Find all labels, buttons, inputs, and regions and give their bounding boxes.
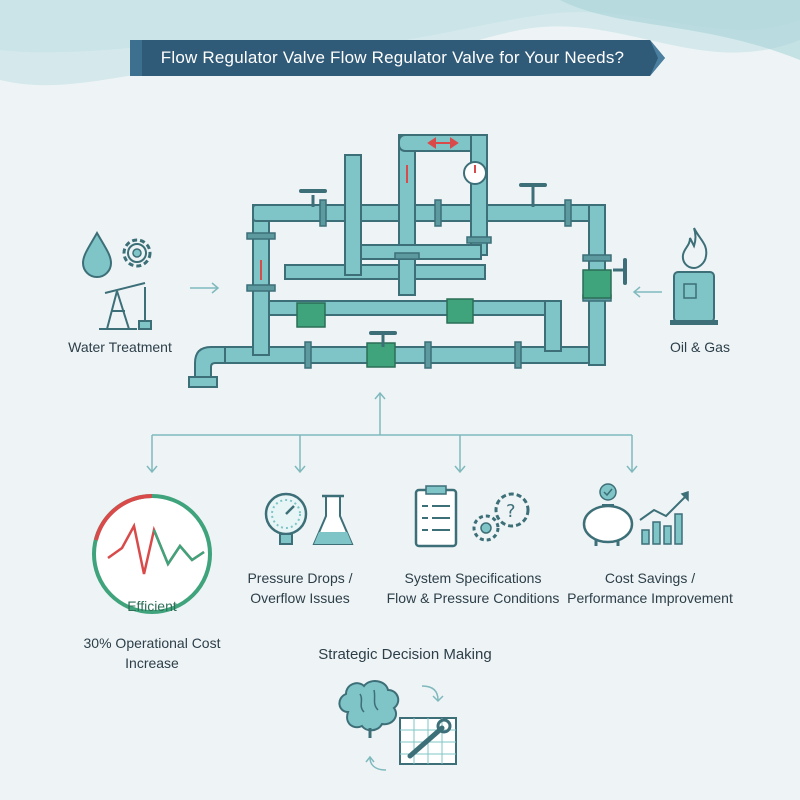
page-title: Flow Regulator Valve Flow Regulator Valv… <box>160 48 625 67</box>
output-caption-pressure: Pressure Drops / Overflow Issues <box>230 568 370 608</box>
input-label-water-treatment: Water Treatment <box>68 339 172 355</box>
gears-question-icon: ? <box>472 492 530 542</box>
title-banner <box>130 40 665 76</box>
savings-icons <box>582 483 689 546</box>
output-caption-specs: System Specifications Flow & Pressure Co… <box>378 568 568 608</box>
oil-pump-icon <box>99 282 152 330</box>
blueprint-wrench-icon <box>399 717 457 765</box>
pressure-icons <box>264 492 354 545</box>
output-caption-savings: Cost Savings / Performance Improvement <box>560 568 740 608</box>
clipboard-icon <box>414 485 458 548</box>
water-treatment-icons <box>81 230 152 330</box>
input-label-oil-gas: Oil & Gas <box>670 339 730 355</box>
decision-heading: Strategic Decision Making <box>318 646 492 663</box>
gauge-inner-label: Efficient <box>127 598 177 614</box>
gauge-caption-line2: Increase <box>125 655 179 671</box>
efficiency-gauge <box>92 494 212 614</box>
pressure-caption-line1: Pressure Drops / <box>247 570 353 586</box>
savings-caption-line1: Cost Savings / <box>604 570 696 586</box>
gauge-caption-line1: 30% Operational Cost <box>83 635 221 651</box>
output-caption-gauge: 30% Operational Cost Increase <box>62 633 242 673</box>
decision-icons <box>338 680 457 771</box>
specs-caption-line2: Flow & Pressure Conditions <box>386 590 560 606</box>
svg-text:?: ? <box>506 501 516 522</box>
water-drop-icon <box>81 230 113 278</box>
pressure-caption-line2: Overflow Issues <box>250 590 350 606</box>
gear-icon <box>122 238 152 268</box>
specs-caption-line1: System Specifications <box>404 570 542 586</box>
piggy-bank-icon <box>582 483 634 546</box>
specs-icons: ? <box>414 485 530 548</box>
flask-icon <box>312 494 354 545</box>
flame-icon <box>681 227 708 270</box>
pressure-gauge-icon <box>264 492 308 545</box>
tank-icon <box>670 271 718 325</box>
brain-icon <box>338 680 400 738</box>
oil-gas-icons <box>670 227 718 325</box>
bar-chart-icon <box>639 490 689 545</box>
savings-caption-line2: Performance Improvement <box>567 590 733 606</box>
pipe-system <box>188 134 627 388</box>
